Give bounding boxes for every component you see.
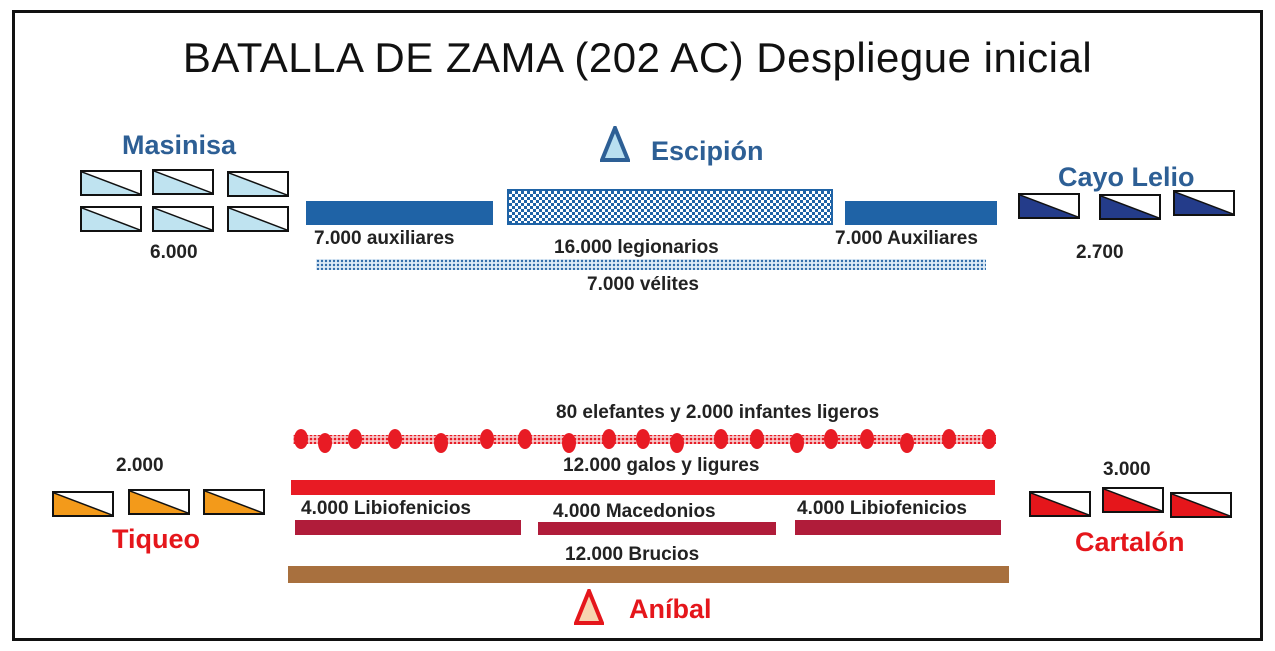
anibal-label: Aníbal [629,594,712,624]
tiqueo-cavalry-unit [128,489,190,515]
elephant-marker [294,429,308,449]
lelio-cavalry-unit [1173,190,1235,216]
elephant-marker [434,433,448,453]
masinisa-cavalry-unit [80,170,142,196]
gauls-line [291,480,995,495]
masinisa-count: 6.000 [150,242,198,263]
libyphoenicians-left-line [295,520,521,535]
elephant-marker [670,433,684,453]
macedonians-line [538,522,776,535]
masinisa-label: Masinisa [122,130,237,160]
diagram-title: BATALLA DE ZAMA (202 AC) Despliegue inic… [182,34,1093,81]
masinisa-cavalry-unit [152,169,214,195]
cartalon-cavalry-unit [1170,492,1232,518]
elephant-marker [824,429,838,449]
legionaries-label: 16.000 legionarios [554,237,719,258]
elephants-line [293,429,996,453]
tiqueo-count: 2.000 [116,455,164,476]
elephant-marker [942,429,956,449]
elephant-marker [982,429,996,449]
escipion-label: Escipión [651,136,764,166]
elephant-marker [518,429,532,449]
lelio-count: 2.700 [1076,242,1124,263]
escipion-marker-icon [599,122,631,162]
anibal-marker-icon [573,585,605,625]
lelio-cavalry-unit [1099,194,1161,220]
elephant-marker [900,433,914,453]
masinisa-cavalry-unit [152,206,214,232]
velites-label: 7.000 vélites [587,274,699,295]
elephant-marker [318,433,332,453]
cartalon-cavalry-unit [1102,487,1164,513]
masinisa-cavalry-unit [227,171,289,197]
elephant-marker [750,429,764,449]
elephant-marker [480,429,494,449]
elephant-marker [636,429,650,449]
elephant-marker [348,429,362,449]
tiqueo-cavalry-unit [52,491,114,517]
bruttians-label: 12.000 Brucios [565,544,700,565]
elephant-marker [562,433,576,453]
left-auxiliaries-line [306,201,493,225]
elephant-marker [602,429,616,449]
elephant-marker [388,429,402,449]
libyphoenicians-right-line [795,520,1001,535]
diagram-frame [12,10,1263,641]
elephant-marker [714,429,728,449]
cartalon-count: 3.000 [1103,459,1151,480]
elephants-label: 80 elefantes y 2.000 infantes ligeros [556,402,880,423]
elephant-marker [860,429,874,449]
cayo-lelio-label: Cayo Lelio [1058,162,1195,192]
left-auxiliaries-label: 7.000 auxiliares [314,228,455,249]
libyphoenicians-left-label: 4.000 Libiofenicios [301,498,471,519]
lelio-cavalry-unit [1018,193,1080,219]
libyphoenicians-right-label: 4.000 Libiofenicios [797,498,967,519]
gauls-label: 12.000 galos y ligures [563,455,760,476]
masinisa-cavalry-unit [227,206,289,232]
legionaries-block [507,189,833,225]
cartalon-cavalry-unit [1029,491,1091,517]
tiqueo-label: Tiqueo [112,524,201,554]
bruttians-line [288,566,1009,583]
macedonians-label: 4.000 Macedonios [553,501,716,522]
right-auxiliaries-line [845,201,997,225]
velites-line [316,258,986,270]
masinisa-cavalry-unit [80,206,142,232]
tiqueo-cavalry-unit [203,489,265,515]
cartalon-label: Cartalón [1075,527,1185,557]
right-auxiliaries-label: 7.000 Auxiliares [835,228,978,249]
elephant-marker [790,433,804,453]
